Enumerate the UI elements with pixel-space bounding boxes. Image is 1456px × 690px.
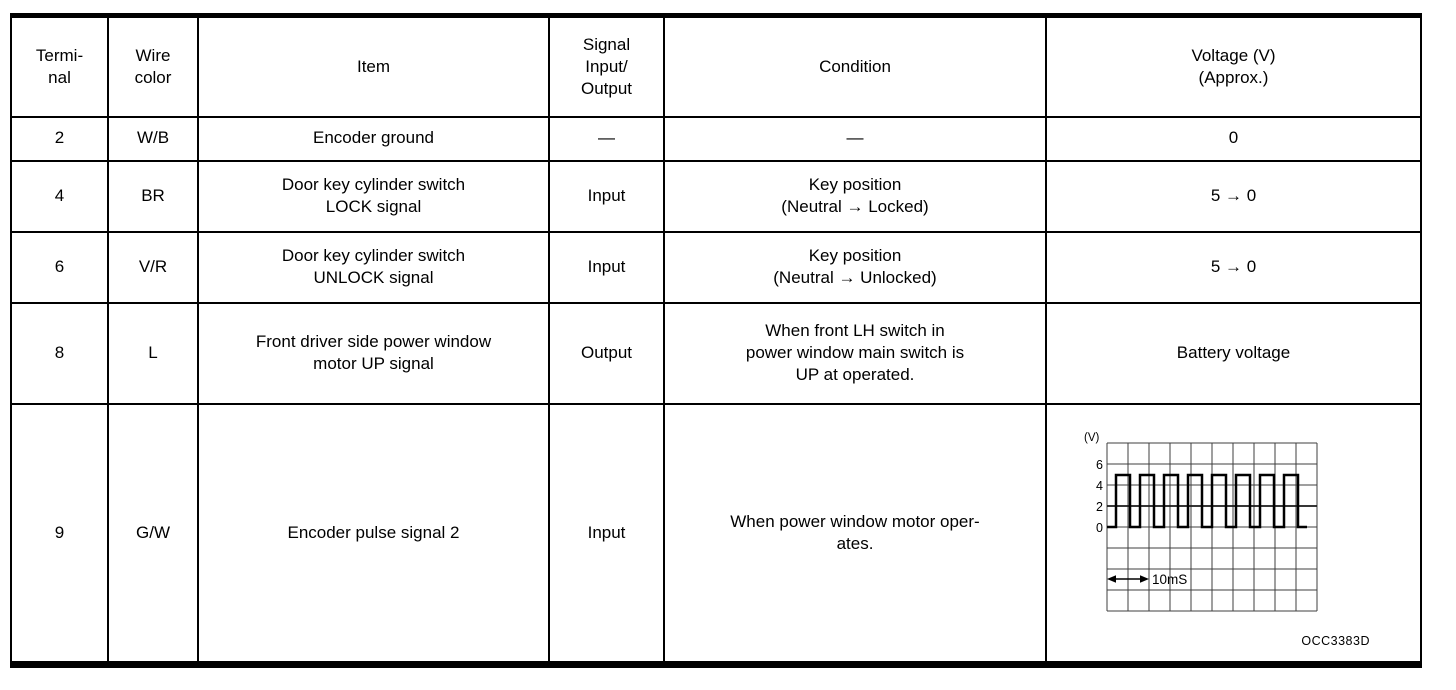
header-signal: Signal Input/ Output <box>548 14 665 118</box>
terminal-cell: 6 <box>10 230 109 304</box>
table-row: 9 G/W Encoder pulse signal 2 Input When … <box>10 402 1422 666</box>
figure-code: OCC3383D <box>1301 633 1370 648</box>
signal-cell: Output <box>548 301 665 405</box>
y-axis-unit-label: (V) <box>1084 432 1100 444</box>
signal-cell: Input <box>548 159 665 233</box>
item-cell: Door key cylinder switch LOCK signal <box>197 159 550 233</box>
wire-color-cell: V/R <box>107 230 199 304</box>
terminal-cell: 2 <box>10 115 109 162</box>
header-terminal: Termi- nal <box>10 14 109 118</box>
voltage-cell: 0 <box>1045 115 1422 162</box>
signal-cell: — <box>548 115 665 162</box>
voltage-waveform-chart: (V) 6 4 2 0 <box>1084 432 1318 611</box>
condition-cell: Key position (Neutral → Unlocked) <box>663 230 1047 304</box>
wire-color-cell: G/W <box>107 402 199 666</box>
table-row: 4 BR Door key cylinder switch LOCK signa… <box>10 159 1422 233</box>
item-cell: Encoder pulse signal 2 <box>197 402 550 666</box>
header-condition: Condition <box>663 14 1047 118</box>
signal-cell: Input <box>548 402 665 666</box>
time-scale-arrow <box>1107 574 1149 583</box>
item-cell: Front driver side power window motor UP … <box>197 301 550 405</box>
voltage-cell: 5 → 0 <box>1045 230 1422 304</box>
condition-cell: — <box>663 115 1047 162</box>
table-row: 6 V/R Door key cylinder switch UNLOCK si… <box>10 230 1422 304</box>
voltage-cell: Battery voltage <box>1045 301 1422 405</box>
terminal-cell: 9 <box>10 402 109 666</box>
voltage-waveform-cell: (V) 6 4 2 0 <box>1045 402 1422 666</box>
item-cell: Encoder ground <box>197 115 550 162</box>
condition-cell: Key position (Neutral → Locked) <box>663 159 1047 233</box>
condition-cell: When power window motor oper- ates. <box>663 402 1047 666</box>
header-voltage: Voltage (V) (Approx.) <box>1045 14 1422 118</box>
y-tick-label: 6 <box>1096 458 1103 472</box>
item-cell: Door key cylinder switch UNLOCK signal <box>197 230 550 304</box>
header-wire-color: Wire color <box>107 14 199 118</box>
y-tick-label: 2 <box>1096 500 1103 514</box>
wire-color-cell: BR <box>107 159 199 233</box>
table-row: 8 L Front driver side power window motor… <box>10 301 1422 405</box>
waveform-trace <box>1107 473 1307 528</box>
wire-color-cell: L <box>107 301 199 405</box>
table-row: 2 W/B Encoder ground — — 0 <box>10 115 1422 162</box>
terminal-cell: 4 <box>10 159 109 233</box>
terminal-cell: 8 <box>10 301 109 405</box>
signal-cell: Input <box>548 230 665 304</box>
y-tick-label: 0 <box>1096 521 1103 535</box>
voltage-cell: 5 → 0 <box>1045 159 1422 233</box>
header-item: Item <box>197 14 550 118</box>
terminal-spec-table: Termi- nal Wire color Item Signal Input/… <box>10 13 1422 668</box>
time-scale-label: 10mS <box>1152 572 1187 587</box>
wire-color-cell: W/B <box>107 115 199 162</box>
y-tick-label: 4 <box>1096 479 1103 493</box>
table-header-row: Termi- nal Wire color Item Signal Input/… <box>10 14 1422 118</box>
condition-cell: When front LH switch in power window mai… <box>663 301 1047 405</box>
